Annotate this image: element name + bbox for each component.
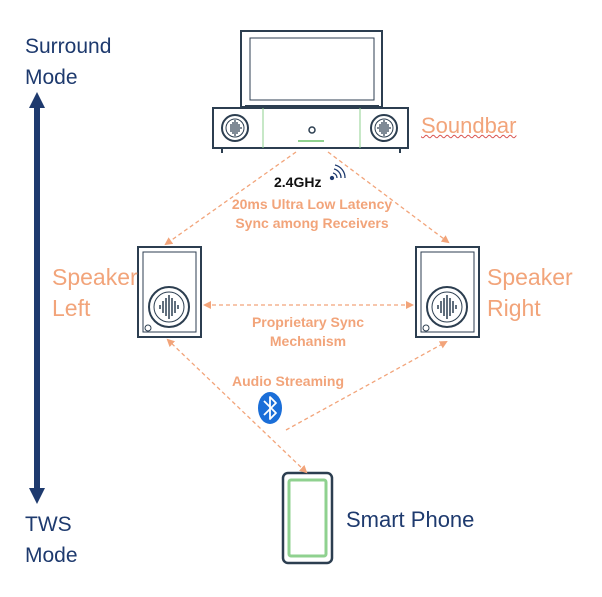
soundbar-to-right-arrow — [327, 151, 450, 244]
tv-icon — [240, 30, 383, 108]
latency-line1: 20ms Ultra Low Latency — [231, 196, 393, 212]
phone-to-left-arrow — [166, 338, 308, 474]
soundbar-icon — [212, 107, 409, 153]
smart-phone-label: Smart Phone — [346, 507, 475, 532]
wifi-signal-icon — [329, 164, 346, 181]
phone-to-right-arrow — [285, 341, 448, 431]
surround-mode-line1: Surround — [25, 35, 112, 58]
soundbar-to-left-arrow — [164, 151, 297, 246]
connection-arrows — [164, 151, 450, 474]
sync-line2: Mechanism — [269, 333, 347, 349]
smart-phone-icon — [281, 471, 334, 565]
speaker-right-line2: Right — [487, 295, 541, 321]
latency-label: 20ms Ultra Low Latency Sync among Receiv… — [207, 195, 417, 233]
latency-line2: Sync among Receivers — [235, 215, 389, 231]
speaker-left-label: Speaker Left — [52, 262, 138, 324]
sync-label: Proprietary Sync Mechanism — [228, 313, 388, 351]
soundbar-label: Soundbar — [421, 113, 517, 138]
surround-mode-line2: Mode — [25, 66, 78, 89]
audio-streaming-label: Audio Streaming — [232, 373, 345, 389]
tws-mode-label: TWS Mode — [25, 509, 78, 571]
speaker-left-line2: Left — [52, 295, 91, 321]
speaker-left-icon — [137, 246, 202, 338]
speaker-right-icon — [415, 246, 480, 338]
speaker-left-line1: Speaker — [52, 264, 138, 290]
speaker-right-label: Speaker Right — [487, 262, 573, 324]
speaker-right-line1: Speaker — [487, 264, 573, 290]
tws-mode-line1: TWS — [25, 513, 72, 536]
sync-line1: Proprietary Sync — [251, 314, 365, 330]
bluetooth-icon — [258, 392, 282, 424]
tws-mode-line2: Mode — [25, 544, 78, 567]
surround-mode-label: Surround Mode — [25, 31, 111, 93]
wireless-band-label: 2.4GHz — [274, 174, 322, 190]
